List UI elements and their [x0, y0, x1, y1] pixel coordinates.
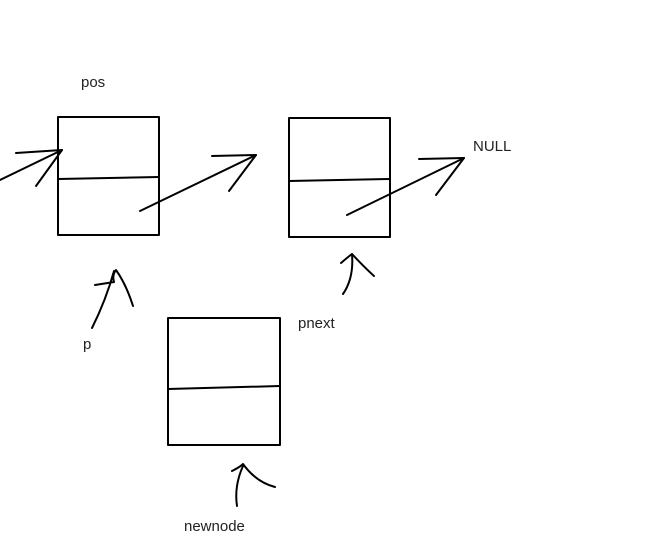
arrow-pos-to-pnext [139, 154, 257, 212]
pointer-newnode-arrow-shaft [235, 465, 244, 507]
label-p: p [83, 336, 91, 353]
arrow-pos-to-pnext-head [211, 154, 257, 192]
label-null: NULL [473, 138, 511, 155]
pointer-newnode-arrow [231, 463, 276, 507]
node-newnode [167, 317, 281, 446]
pointer-pnext-arrow-head [340, 253, 375, 277]
node-pos-box [57, 116, 160, 236]
node-newnode-divider [167, 385, 281, 390]
arrow-pnext-to-null-shaft [346, 157, 465, 216]
arrow-into-pos [0, 149, 63, 187]
pointer-pnext-arrow [340, 253, 375, 295]
node-pos [57, 116, 160, 236]
node-newnode-box [167, 317, 281, 446]
arrow-pos-to-pnext-shaft [139, 154, 257, 212]
arrow-pnext-to-null [346, 157, 465, 216]
pointer-pnext-arrow-shaft [342, 253, 354, 295]
pointer-p-arrow-head [94, 269, 134, 307]
arrow-into-pos-shaft [0, 149, 63, 181]
arrow-pnext-to-null-head [418, 157, 465, 196]
label-pos: pos [81, 74, 105, 91]
pointer-p-arrow-shaft [91, 270, 115, 329]
label-pnext: pnext [298, 315, 336, 332]
pointer-p-arrow [91, 269, 134, 329]
node-pos-divider [57, 176, 160, 180]
node-pnext [288, 117, 391, 238]
label-newnode: newnode [184, 518, 245, 535]
arrow-into-pos-head [15, 149, 63, 187]
node-pnext-divider [288, 178, 391, 182]
pointer-newnode-arrow-head [231, 463, 276, 488]
node-pnext-box [288, 117, 391, 238]
